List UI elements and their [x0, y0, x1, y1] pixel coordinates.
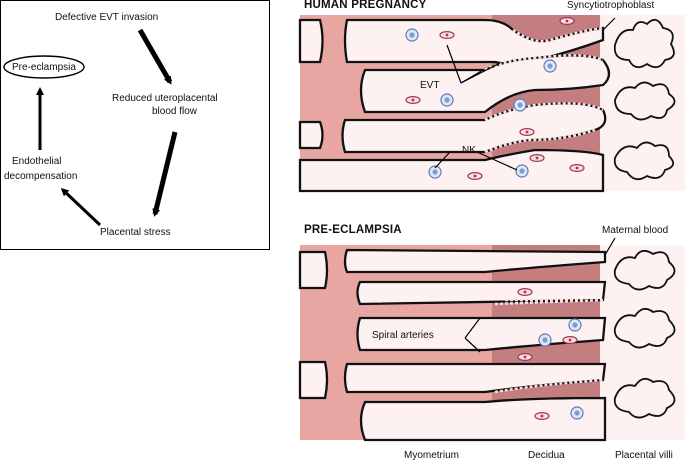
top-evt-cell-5	[569, 164, 585, 172]
arrow-evt-to-flow	[137, 28, 173, 85]
bottom-vessel-1	[298, 250, 329, 290]
top-nk-cell-6	[515, 164, 529, 178]
label-spiral-arteries: Spiral arteries	[372, 330, 434, 341]
arrow-flow-to-stress	[152, 131, 178, 217]
bottom-nk-cell-2	[538, 333, 552, 347]
label-myometrium: Myometrium	[404, 450, 460, 461]
label-nk: NK	[462, 145, 476, 156]
panel-human-pregnancy	[298, 15, 685, 193]
top-nk-cell-3	[513, 98, 527, 112]
bottom-evt-cell-2	[562, 336, 578, 344]
top-vessel-4	[298, 120, 324, 150]
step-reduced-flow-line2: blood flow	[152, 106, 198, 117]
top-evt-cell-7	[519, 128, 535, 136]
step-endothelial-line2: decompensation	[4, 171, 78, 182]
top-nk-cell-4	[543, 59, 557, 73]
label-evt: EVT	[420, 80, 440, 91]
bottom-evt-cell-1	[517, 288, 533, 296]
cycle-diagram-box: Defective EVT invasion Reduced uteroplac…	[0, 0, 270, 250]
bottom-vessel-2	[343, 248, 607, 274]
top-evt-cell-3	[467, 172, 483, 180]
bottom-villus-2	[613, 307, 676, 349]
step-reduced-flow-line1: Reduced uteroplacental	[112, 93, 218, 104]
step-defective-evt: Defective EVT invasion	[55, 12, 159, 23]
label-maternal-blood: Maternal blood	[602, 225, 669, 236]
top-vessel-6	[298, 148, 605, 193]
top-evt-cell-2	[405, 95, 421, 105]
bottom-vessel-5	[298, 360, 329, 400]
arrow-stress-to-endothelial	[60, 187, 102, 227]
bottom-evt-cell-4	[534, 412, 550, 420]
outcome-ellipse	[3, 55, 85, 79]
bottom-nk-cell-1	[568, 318, 582, 332]
label-syncytiotrophoblast: Syncytiotrophoblast	[567, 0, 655, 11]
top-evt-cell-6	[559, 17, 575, 25]
bottom-villus-1	[613, 249, 676, 291]
top-vessel-1	[298, 18, 324, 64]
step-placental-stress: Placental stress	[100, 227, 171, 238]
title-human-pregnancy: HUMAN PREGNANCY	[304, 0, 427, 11]
step-endothelial-line1: Endothelial	[12, 156, 62, 167]
bottom-nk-cell-3	[570, 406, 584, 420]
top-nk-cell-1	[405, 28, 419, 42]
bottom-villus-3	[613, 377, 676, 419]
top-villus-1	[613, 18, 675, 69]
cycle-arrows	[3, 28, 178, 227]
panel-pre-eclampsia	[298, 237, 685, 442]
top-nk-cell-2	[440, 93, 454, 107]
top-evt-cell-4	[529, 154, 545, 162]
top-evt-cell-1	[439, 31, 455, 40]
top-villus-2	[614, 81, 676, 121]
bottom-evt-cell-3	[517, 353, 533, 361]
bottom-vessel-7	[359, 396, 607, 442]
title-pre-eclampsia: PRE-ECLAMPSIA	[304, 224, 402, 236]
label-placental-villi: Placental villi	[615, 450, 673, 461]
top-villus-3	[613, 141, 675, 181]
placenta-illustration	[298, 15, 685, 442]
outcome-pre-eclampsia: Pre-eclampsia	[12, 62, 76, 73]
label-decidua: Decidua	[528, 450, 565, 461]
